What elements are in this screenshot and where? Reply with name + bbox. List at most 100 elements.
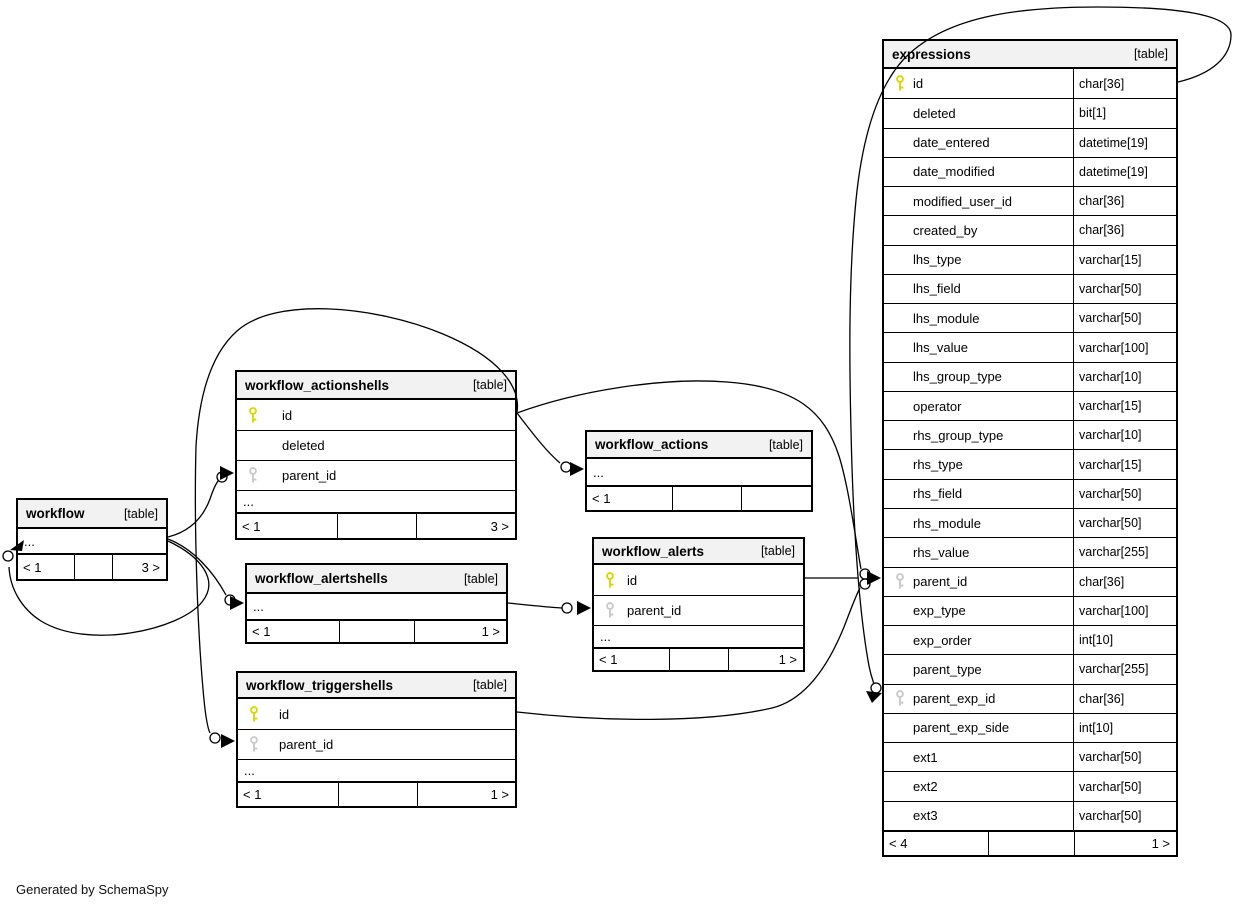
column-name: date_entered bbox=[913, 135, 990, 151]
column-name: ext3 bbox=[913, 808, 938, 824]
column-type: char[36] bbox=[1073, 216, 1176, 245]
column-name: exp_type bbox=[913, 603, 966, 619]
table-header[interactable]: expressions [table] bbox=[884, 41, 1176, 69]
column-type: datetime[19] bbox=[1073, 157, 1176, 187]
column-name: deleted bbox=[282, 438, 325, 453]
column-name: ... bbox=[253, 599, 264, 614]
generated-by-note: Generated by SchemaSpy bbox=[16, 882, 169, 897]
column-name: parent_exp_side bbox=[913, 720, 1010, 736]
table-footer: < 1 3 > bbox=[237, 512, 515, 538]
key-slot bbox=[605, 602, 627, 619]
footer-spacer bbox=[336, 514, 417, 538]
hidden-columns-row: ... bbox=[237, 490, 515, 512]
table-badge: [table] bbox=[463, 571, 498, 586]
column-type: char[36] bbox=[1073, 187, 1176, 216]
table-header[interactable]: workflow_triggershells [table] bbox=[238, 673, 515, 699]
column-name: parent_id bbox=[282, 468, 337, 483]
column-name: rhs_field bbox=[913, 486, 963, 502]
column-name: exp_order bbox=[913, 632, 972, 648]
relationship-workflow-alertshells bbox=[167, 538, 227, 596]
key-slot bbox=[249, 705, 279, 723]
foreign-key-icon bbox=[250, 736, 258, 752]
column-row: rhs_group_type varchar[10] bbox=[884, 420, 1176, 450]
table-columns: ... bbox=[587, 459, 811, 485]
column-name: deleted bbox=[913, 105, 956, 121]
column-row: id bbox=[594, 565, 803, 595]
table-header[interactable]: workflow_actionshells [table] bbox=[237, 372, 515, 400]
table-name: workflow bbox=[26, 506, 85, 521]
footer-child-count: 3 > bbox=[416, 514, 515, 538]
table-name: expressions bbox=[892, 46, 971, 62]
table-workflow-actionshells[interactable]: workflow_actionshells [table] id deleted p… bbox=[235, 370, 517, 540]
column-name: modified_user_id bbox=[913, 193, 1013, 209]
table-workflow-actions[interactable]: workflow_actions [table] ... < 1 bbox=[585, 430, 813, 512]
footer-spacer bbox=[338, 621, 415, 642]
column-type: varchar[50] bbox=[1073, 743, 1176, 772]
table-header[interactable]: workflow_actions [table] bbox=[587, 432, 811, 459]
column-name: parent_id bbox=[913, 574, 968, 590]
table-header[interactable]: workflow_alertshells [table] bbox=[247, 565, 506, 594]
column-type: char[36] bbox=[1073, 684, 1176, 713]
footer-parent-count: < 1 bbox=[242, 518, 261, 534]
relationship-actionshells-actions bbox=[516, 412, 561, 464]
primary-key-icon bbox=[250, 705, 258, 722]
column-row: created_by char[36] bbox=[884, 215, 1176, 245]
key-slot bbox=[249, 736, 279, 753]
footer-parent-count: < 1 bbox=[252, 624, 271, 639]
column-name: rhs_group_type bbox=[913, 427, 1004, 443]
table-columns: ... bbox=[18, 529, 166, 553]
table-badge: [table] bbox=[472, 378, 507, 392]
table-name: workflow_alertshells bbox=[255, 571, 388, 586]
footer-spacer bbox=[987, 831, 1075, 855]
column-name: parent_id bbox=[627, 603, 682, 618]
column-type: varchar[100] bbox=[1073, 596, 1176, 626]
table-header[interactable]: workflow_alerts [table] bbox=[594, 539, 803, 565]
footer-child-count bbox=[741, 487, 811, 510]
column-type: varchar[15] bbox=[1073, 391, 1176, 421]
column-name: lhs_group_type bbox=[913, 369, 1002, 385]
footer-child-count: 1 > bbox=[728, 649, 803, 670]
column-name: parent_type bbox=[913, 661, 982, 677]
column-type: varchar[15] bbox=[1073, 245, 1176, 274]
column-type: char[36] bbox=[1073, 567, 1176, 596]
primary-key-icon bbox=[606, 571, 614, 588]
column-type: varchar[255] bbox=[1073, 538, 1176, 567]
column-name: rhs_type bbox=[913, 457, 963, 473]
footer-parent-count: < 1 bbox=[23, 559, 42, 575]
column-name: id bbox=[282, 407, 293, 423]
hidden-columns-row: ... bbox=[18, 529, 166, 553]
column-name: lhs_type bbox=[913, 252, 962, 268]
primary-key-icon bbox=[896, 75, 904, 91]
key-slot bbox=[895, 573, 913, 590]
table-header[interactable]: workflow [table] bbox=[18, 500, 166, 529]
column-type: varchar[10] bbox=[1073, 421, 1176, 450]
column-name: lhs_field bbox=[913, 281, 961, 297]
column-name: id bbox=[279, 706, 290, 722]
column-type: varchar[50] bbox=[1073, 772, 1176, 801]
column-type: varchar[50] bbox=[1073, 479, 1176, 508]
table-name: workflow_actions bbox=[595, 437, 709, 452]
column-name: ... bbox=[600, 629, 611, 644]
column-name: created_by bbox=[913, 222, 978, 238]
column-row: parent_id bbox=[237, 460, 515, 490]
column-type: int[10] bbox=[1073, 713, 1176, 743]
